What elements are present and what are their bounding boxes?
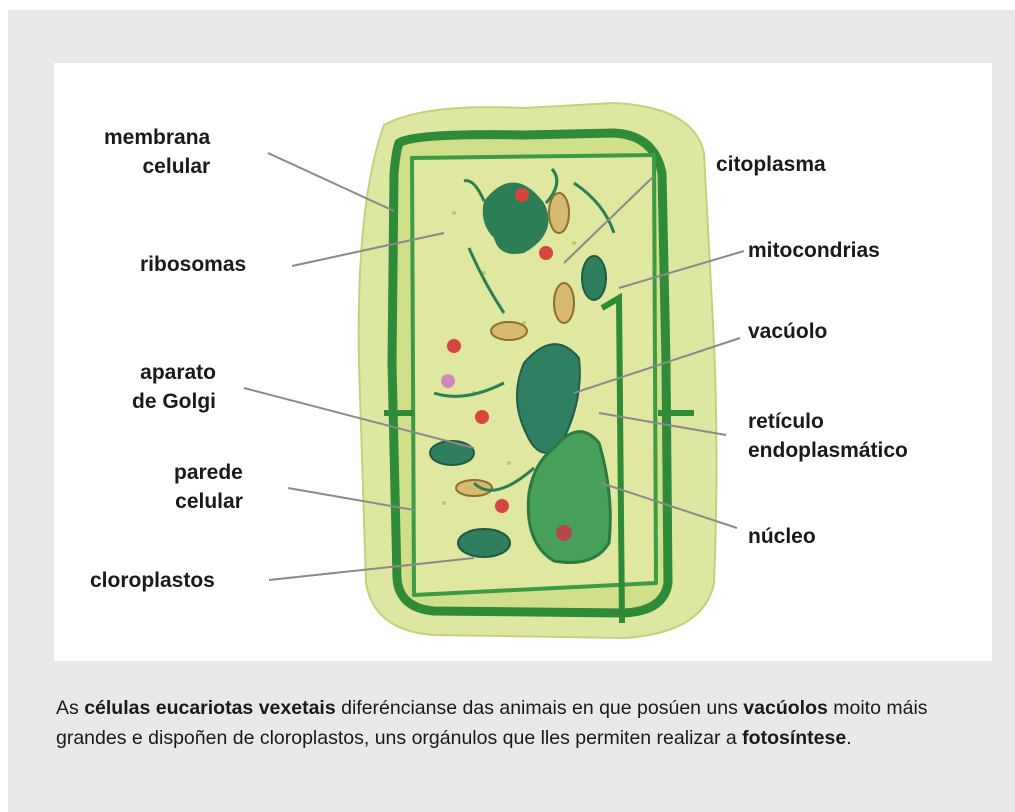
- label-parede-celular: parede celular: [174, 458, 243, 516]
- label-aparato-golgi: aparato de Golgi: [132, 358, 216, 416]
- caption-bold: fotosíntese: [742, 727, 846, 749]
- mitochondrion: [456, 480, 492, 496]
- ribosome: [515, 188, 529, 202]
- ribosome: [495, 499, 509, 513]
- chloroplast: [582, 256, 606, 300]
- mitochondrion: [549, 193, 569, 233]
- label-line: celular: [104, 152, 210, 181]
- caption-bold: vacúolos: [743, 697, 828, 719]
- label-line: membrana: [104, 123, 210, 152]
- label-mitocondrias: mitocondrias: [748, 236, 880, 265]
- label-nucleo: núcleo: [748, 522, 816, 551]
- label-reticulo-endoplasmatico: retículo endoplasmático: [748, 407, 908, 465]
- label-vacuolo: vacúolo: [748, 317, 827, 346]
- ribosome: [441, 374, 455, 388]
- caption: As células eucariotas vexetais diferénci…: [56, 693, 976, 753]
- label-citoplasma: citoplasma: [716, 150, 826, 179]
- label-line: de Golgi: [132, 387, 216, 416]
- caption-text: diferéncianse das animais en que posúen …: [336, 697, 744, 719]
- label-line: parede: [174, 458, 243, 487]
- label-ribosomas: ribosomas: [140, 250, 246, 279]
- label-line: aparato: [132, 358, 216, 387]
- label-line: retículo: [748, 407, 908, 436]
- label-line: endoplasmático: [748, 436, 908, 465]
- figure-panel: membrana celular ribosomas aparato de Go…: [8, 10, 1015, 812]
- label-membrana-celular: membrana celular: [104, 123, 210, 181]
- ribosome: [475, 410, 489, 424]
- ribosome: [539, 246, 553, 260]
- ribosome: [447, 339, 461, 353]
- cell-diagram: membrana celular ribosomas aparato de Go…: [54, 63, 992, 661]
- mitochondrion: [554, 283, 574, 323]
- caption-text: As: [56, 697, 84, 719]
- caption-text: .: [846, 727, 851, 749]
- chloroplast: [430, 441, 474, 465]
- label-line: celular: [174, 487, 243, 516]
- mitochondrion: [491, 322, 527, 340]
- label-cloroplastos: cloroplastos: [90, 566, 215, 595]
- chloroplast: [458, 529, 510, 557]
- nucleolus: [556, 525, 572, 541]
- caption-bold: células eucariotas vexetais: [84, 697, 336, 719]
